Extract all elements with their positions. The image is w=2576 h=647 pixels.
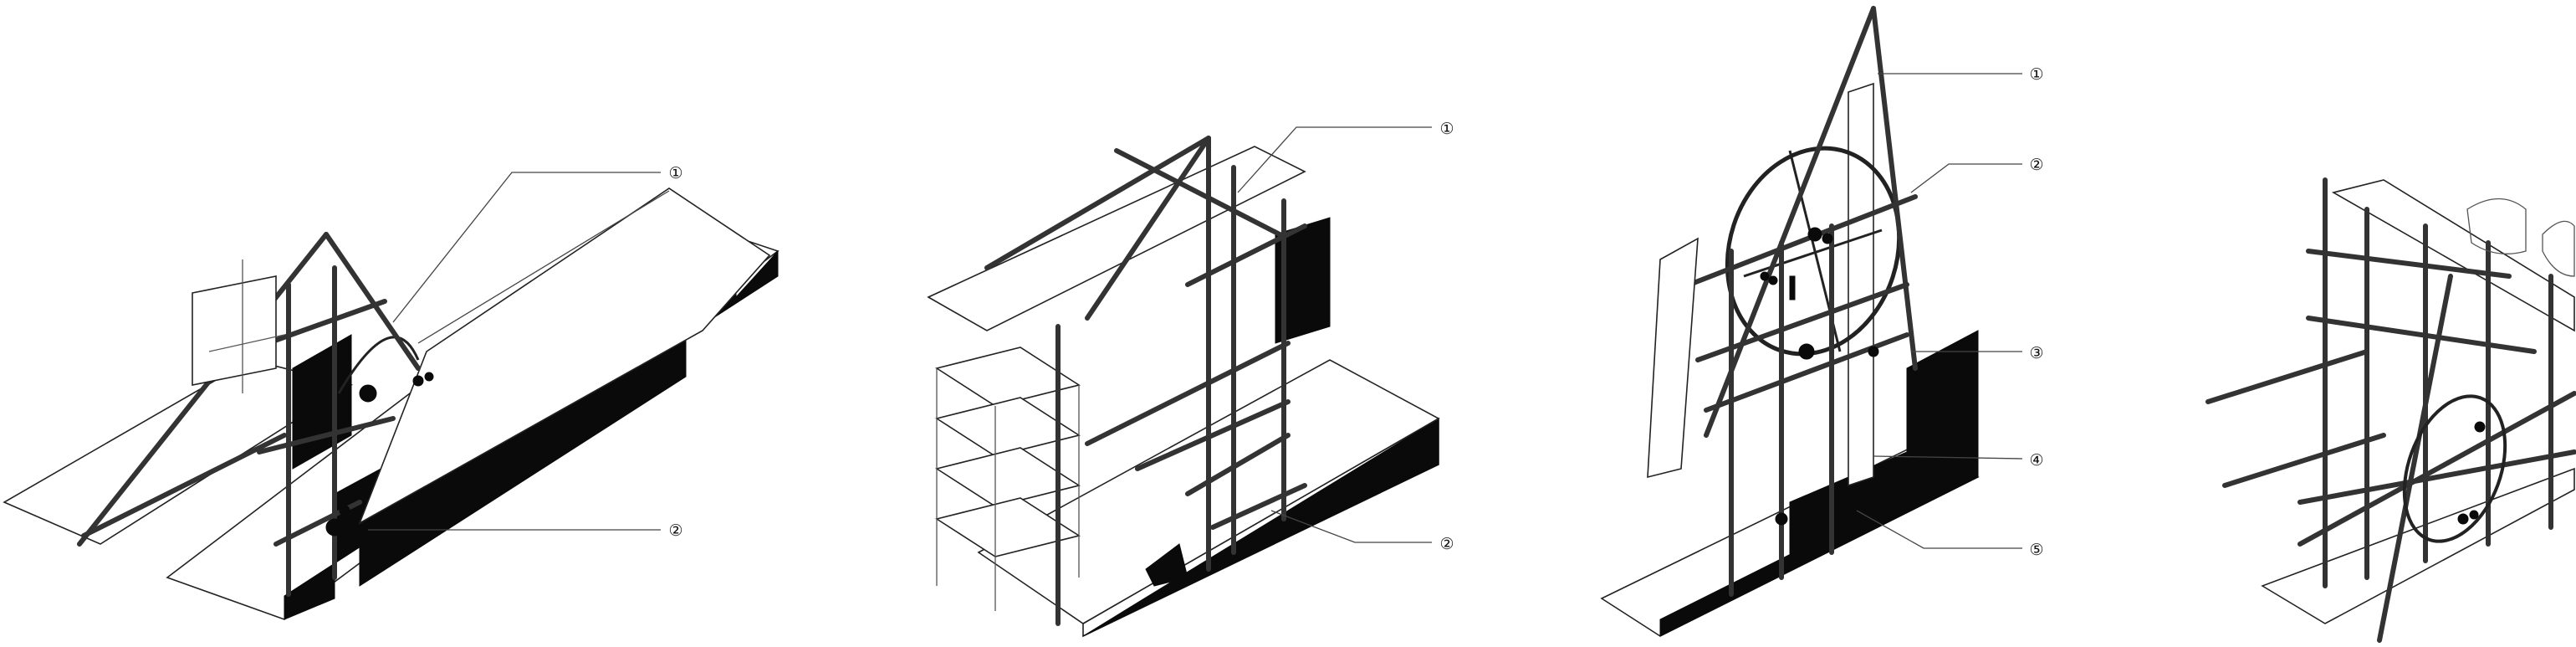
callout-2: ② <box>668 521 682 540</box>
callout-1: ① <box>1439 120 1454 138</box>
cross-rod <box>1210 483 1307 530</box>
diagonal-rod <box>984 136 1211 270</box>
diagonal-rod <box>324 232 421 371</box>
diagonal-rod <box>1085 136 1211 321</box>
ground-slab <box>2261 467 2575 624</box>
tower <box>1848 82 1874 487</box>
leader-line <box>1237 126 1432 193</box>
roof-plate <box>927 146 1306 331</box>
svg-text:④: ④ <box>2029 451 2043 470</box>
svg-text:①: ① <box>668 164 682 182</box>
svg-text:⑤: ⑤ <box>2029 541 2043 559</box>
diagonal-rod <box>1114 148 1282 237</box>
svg-text:②: ② <box>668 521 682 540</box>
cross-rod <box>1687 194 1918 287</box>
callout-1: ① <box>2029 65 2043 84</box>
round-opening <box>424 372 434 382</box>
shelf-stack <box>935 347 1081 611</box>
leader-line <box>1856 510 2022 549</box>
person-figure <box>1789 275 1796 300</box>
round-opening <box>325 518 344 537</box>
round-opening <box>359 384 377 403</box>
axonometric-panel-1: ① ② <box>3 164 779 620</box>
svg-text:①: ① <box>1439 120 1454 138</box>
round-opening <box>339 505 350 516</box>
cross-rod <box>1185 223 1307 287</box>
diagonal-rod <box>81 433 287 538</box>
diagonal-rod <box>1871 6 1918 371</box>
diagonal-rod <box>1704 6 1876 438</box>
diagonal-rod <box>2377 274 2453 643</box>
arch <box>337 336 420 394</box>
axonometric-panel-3: ① ② ③ ④ ⑤ <box>1600 6 2044 637</box>
axonometric-panel-4 <box>2205 177 2576 643</box>
callout-1: ① <box>668 164 682 182</box>
axonometric-panel-2: ① ② <box>927 120 1454 638</box>
leader-line <box>1873 455 2023 460</box>
callout-3: ③ <box>2029 344 2043 362</box>
black-panel <box>1275 217 1331 344</box>
cross-rod <box>1185 433 1291 496</box>
callout-2: ② <box>1439 535 1454 553</box>
callout-2: ② <box>2029 156 2043 174</box>
leader-line <box>392 172 661 323</box>
callout-5: ⑤ <box>2029 541 2043 559</box>
cross-rod <box>257 416 396 454</box>
diagonal-rod <box>77 232 329 547</box>
black-cabin <box>1145 543 1188 587</box>
svg-text:①: ① <box>2029 65 2043 84</box>
callout-4: ④ <box>2029 451 2043 470</box>
cross-rod <box>265 299 387 346</box>
svg-text:③: ③ <box>2029 344 2043 362</box>
scaffold-box <box>192 275 277 386</box>
roof-plate <box>358 187 771 525</box>
round-opening <box>412 375 424 387</box>
svg-text:②: ② <box>1439 535 1454 553</box>
roof-plate <box>2331 179 2575 332</box>
cross-rod <box>1135 399 1291 471</box>
svg-text:②: ② <box>2029 156 2043 174</box>
leader-line <box>1270 510 1432 543</box>
side-panel <box>1647 237 1699 479</box>
cross-rod <box>1695 282 1909 362</box>
black-wall <box>1906 330 1979 511</box>
leader-line <box>1910 163 2022 193</box>
cross-rod <box>1085 341 1291 446</box>
